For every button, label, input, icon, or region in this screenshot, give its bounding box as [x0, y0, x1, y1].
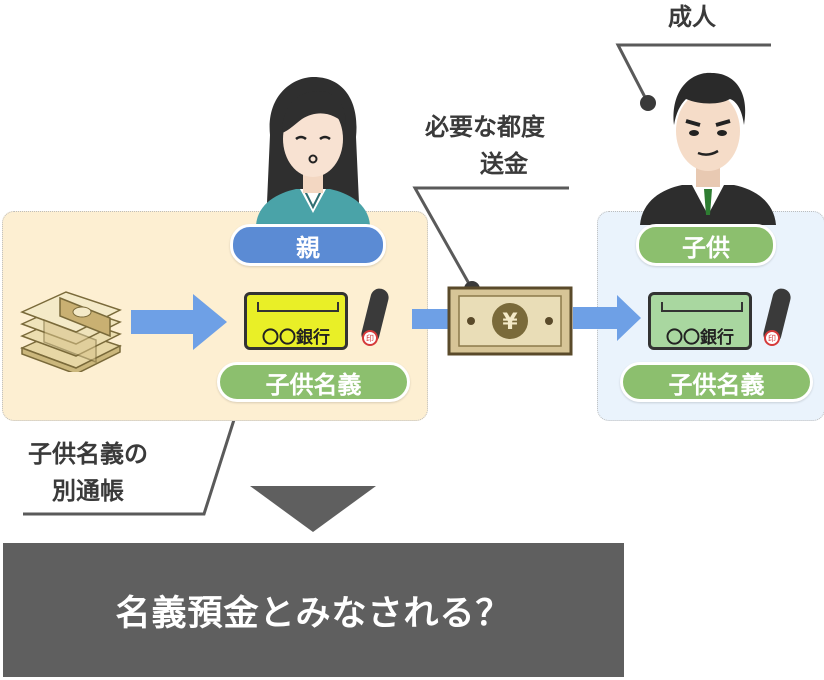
parent-role-pill: 親: [230, 224, 386, 266]
account-note-line1: 子供名義の: [28, 440, 148, 468]
arrow-stub: [412, 309, 452, 329]
svg-text:印: 印: [366, 334, 374, 343]
svg-text:印: 印: [768, 334, 776, 343]
down-triangle-icon: [250, 486, 376, 532]
arrow-right-icon: [573, 295, 641, 341]
child-role-pill: 子供: [636, 224, 776, 266]
child-account-holder-pill: 子供名義: [620, 362, 813, 402]
child-bankbook-icon: 〇〇銀行: [648, 292, 752, 350]
transfer-label-line2: 送金: [480, 150, 528, 178]
adult-label: 成人: [668, 3, 716, 31]
banknote-icon: ¥: [447, 286, 573, 356]
hanko-stamp-icon: 印: [763, 288, 791, 346]
banknote-symbol: ¥: [502, 310, 518, 335]
conclusion-text: 名義預金とみなされる？: [115, 593, 512, 634]
mother-icon: [256, 77, 370, 225]
child-bank-name: 〇〇銀行: [666, 328, 734, 348]
hanko-stamp-icon: 印: [361, 288, 389, 346]
account-note-line2: 別通帳: [52, 477, 124, 505]
transfer-label-line1: 必要な都度: [425, 113, 545, 141]
parent-bank-name: 〇〇銀行: [262, 328, 330, 348]
money-bundle-icon: [20, 291, 122, 372]
parent-bankbook-icon: 〇〇銀行: [244, 292, 348, 350]
arrow-right-icon: [131, 294, 227, 350]
conclusion-banner: 名義預金とみなされる？: [3, 543, 624, 677]
adult-man-icon: [640, 72, 776, 225]
parent-account-holder-pill: 子供名義: [217, 362, 410, 402]
